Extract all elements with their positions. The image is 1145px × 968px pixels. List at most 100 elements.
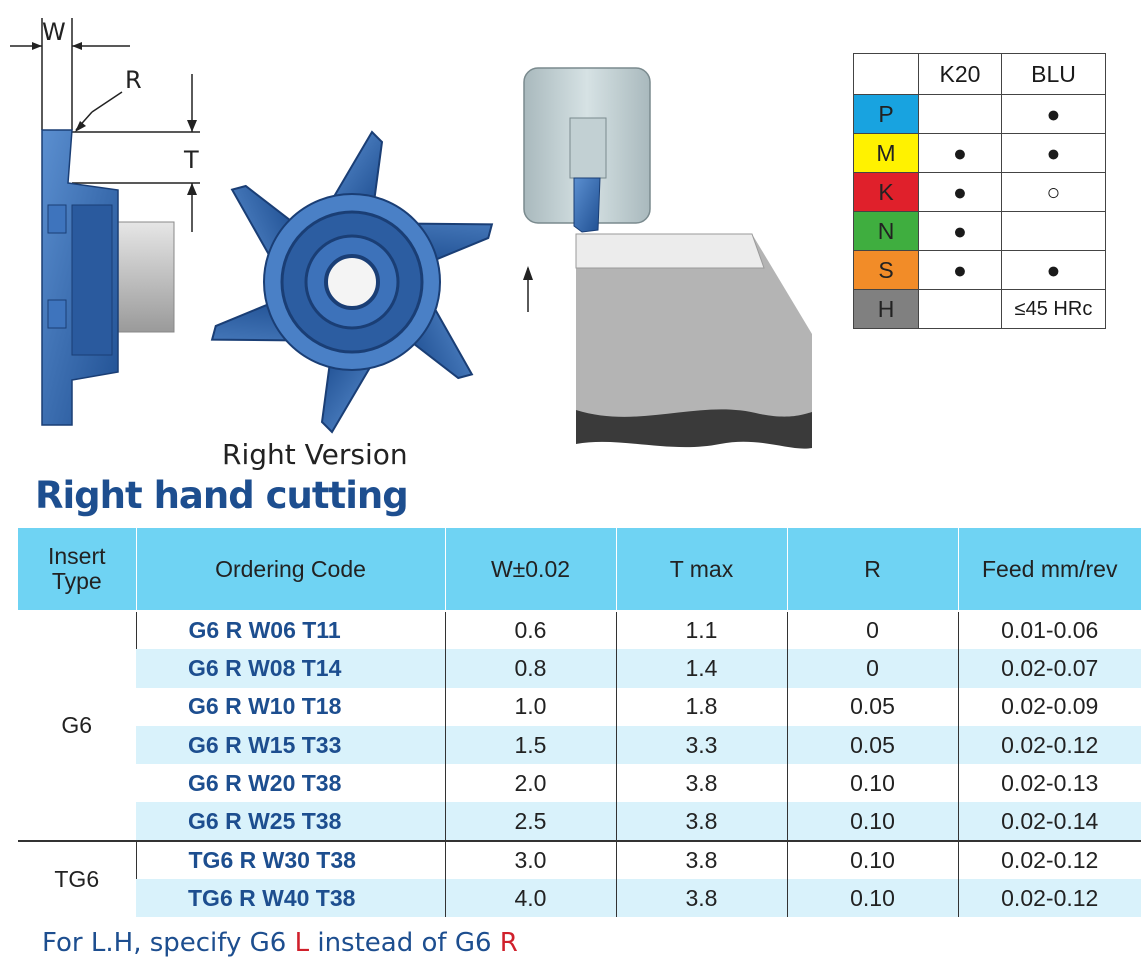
t-value: 3.8 (615, 764, 787, 803)
table-row: G6 R W08 T14 0.8 1.4 0 0.02-0.07 (18, 649, 1141, 688)
r-value: 0.05 (786, 687, 958, 726)
grade-header-k20: K20 (918, 53, 1002, 95)
grade-cell (918, 289, 1002, 329)
header-insert-type-text: Insert Type (47, 542, 106, 594)
dim-t-label: T (183, 146, 199, 174)
t-value: 3.8 (615, 879, 787, 918)
table-row: TG6 R W40 T38 4.0 3.8 0.10 0.02-0.12 (18, 879, 1141, 918)
grade-table: K20 BLU P ● M ● ● K ● ○ N ● S ● ● H ≤45 … (853, 53, 1106, 329)
grade-header-blank (853, 53, 919, 95)
table-row: G6 G6 R W06 T11 0.6 1.1 0 0.01-0.06 (18, 609, 1141, 841)
header-r: R (786, 528, 958, 611)
r-value: 0.10 (786, 839, 958, 880)
grade-cell: ● (918, 133, 1002, 173)
table-row: G6 R W15 T33 1.5 3.3 0.05 0.02-0.12 (18, 725, 1141, 765)
w-value: 2.5 (444, 802, 616, 841)
material-h: H (853, 289, 919, 329)
table-row: G6 R W25 T38 2.5 3.8 0.10 0.02-0.14 (18, 802, 1141, 841)
star-insert-drawing (210, 130, 494, 434)
grade-cell: ● (918, 250, 1002, 290)
insert-illustration: W R T Right Version (10, 18, 812, 471)
grade-row-k: K ● ○ (853, 172, 1106, 212)
t-value: 3.8 (615, 839, 787, 880)
spec-table: Insert Type Ordering Code W±0.02 T max R… (18, 528, 1141, 918)
grade-row-m: M ● ● (853, 133, 1106, 173)
r-value: 0.10 (786, 879, 958, 918)
w-value: 4.0 (444, 879, 616, 918)
w-value: 2.0 (444, 764, 616, 803)
material-m: M (853, 133, 919, 173)
grade-cell: ● (918, 172, 1002, 212)
illustration-caption: Right Version (222, 438, 408, 471)
r-value: 0.10 (786, 802, 958, 841)
ordering-code: TG6 R W30 T38 (135, 839, 445, 880)
r-value: 0 (786, 649, 958, 688)
header-feed: Feed mm/rev (957, 528, 1141, 611)
holder-workpiece-drawing (523, 67, 812, 449)
t-value: 1.4 (615, 649, 787, 688)
header-ordering-code: Ordering Code (135, 528, 445, 611)
grade-row-s: S ● ● (853, 250, 1106, 290)
note-l: L (294, 928, 310, 958)
grade-row-h: H ≤45 HRc (853, 289, 1106, 329)
w-value: 0.8 (444, 649, 616, 688)
note-r: R (499, 928, 518, 958)
w-value: 1.5 (444, 725, 616, 765)
section-title: Right hand cutting (35, 474, 409, 517)
t-value: 3.8 (615, 802, 787, 841)
left-hand-note: For L.H, specify G6 L instead of G6 R (42, 928, 518, 958)
table-row: G6 R W10 T18 1.0 1.8 0.05 0.02-0.09 (18, 687, 1141, 726)
table-row: TG6 TG6 R W30 T38 3.0 3.8 0.10 0.02-0.12 (18, 839, 1141, 918)
t-value: 1.1 (615, 609, 787, 650)
feed-value: 0.02-0.12 (957, 725, 1141, 765)
feed-value: 0.02-0.09 (957, 687, 1141, 726)
r-value: 0.05 (786, 725, 958, 765)
material-p: P (853, 94, 919, 134)
grade-cell: ● (918, 211, 1002, 251)
t-value: 1.8 (615, 687, 787, 726)
header-insert-type: Insert Type (18, 528, 136, 611)
material-s: S (853, 250, 919, 290)
t-value: 3.3 (615, 725, 787, 765)
insert-type-g6: G6 (18, 610, 136, 841)
dim-r-label: R (125, 66, 142, 94)
material-k: K (853, 172, 919, 212)
header-t: T max (615, 528, 787, 611)
grade-cell: ≤45 HRc (1001, 289, 1106, 329)
w-value: 1.0 (444, 687, 616, 726)
ordering-code: G6 R W06 T11 (135, 609, 445, 650)
header-w: W±0.02 (444, 528, 616, 611)
grade-cell: ● (1001, 94, 1106, 134)
ordering-code: G6 R W15 T33 (136, 725, 445, 765)
note-text-2: instead of G6 (309, 928, 500, 958)
feed-value: 0.02-0.12 (957, 839, 1141, 880)
grade-cell (918, 94, 1002, 134)
feed-value: 0.01-0.06 (957, 609, 1141, 650)
grade-cell: ● (1001, 133, 1106, 173)
r-value: 0.10 (786, 764, 958, 803)
ordering-code: TG6 R W40 T38 (136, 879, 445, 918)
grade-header-blu: BLU (1001, 53, 1106, 95)
ordering-code: G6 R W08 T14 (136, 649, 445, 688)
dim-w-label: W (42, 18, 66, 46)
note-text-1: For L.H, specify G6 (42, 928, 295, 958)
grade-cell (1001, 211, 1106, 251)
ordering-code: G6 R W20 T38 (188, 769, 342, 796)
ordering-code: G6 R W10 T18 (188, 693, 342, 720)
ordering-code: G6 R W25 T38 (136, 802, 445, 841)
spec-header-row: Insert Type Ordering Code W±0.02 T max R… (18, 528, 1141, 611)
w-value: 0.6 (444, 609, 616, 650)
feed-value: 0.02-0.12 (957, 879, 1141, 918)
grade-row-n: N ● (853, 211, 1106, 251)
grade-header-row: K20 BLU (853, 53, 1106, 95)
feed-value: 0.02-0.14 (957, 802, 1141, 841)
grade-row-p: P ● (853, 94, 1106, 134)
table-row: G6 R W20 T38 2.0 3.8 0.10 0.02-0.13 (18, 764, 1141, 803)
grade-cell: ○ (1001, 172, 1106, 212)
material-n: N (853, 211, 919, 251)
feed-value: 0.02-0.07 (957, 649, 1141, 688)
side-view-drawing: W R T (10, 18, 200, 426)
insert-type-tg6: TG6 (18, 839, 136, 918)
feed-value: 0.02-0.13 (957, 764, 1141, 803)
grade-cell: ● (1001, 250, 1106, 290)
